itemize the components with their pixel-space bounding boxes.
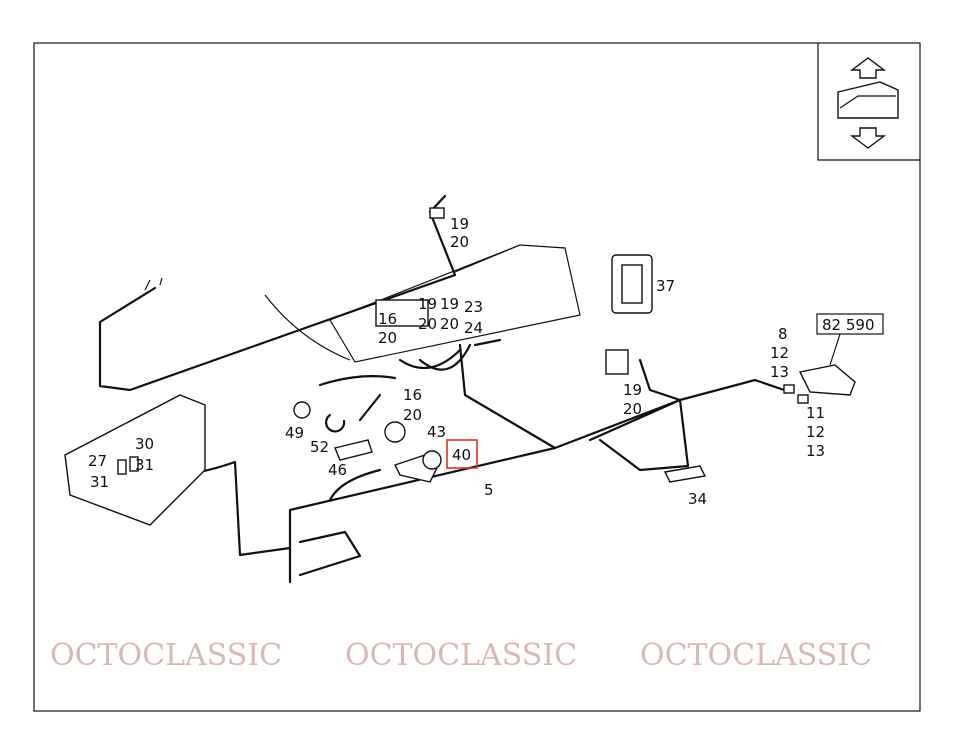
- label-13: 13: [806, 442, 825, 460]
- connector-block: [375, 299, 429, 327]
- label-20: 20: [418, 315, 437, 333]
- label-19: 19: [450, 215, 469, 233]
- label-19: 19: [623, 381, 642, 399]
- label-8: 8: [778, 325, 788, 343]
- watermark-text: OCTOCLASSIC: [345, 638, 577, 673]
- part-82590-module: [798, 364, 856, 396]
- label-20: 20: [440, 315, 459, 333]
- reference-box: [816, 313, 884, 335]
- label-34: 34: [688, 490, 707, 508]
- part-52: [325, 413, 346, 433]
- label-12: 12: [806, 423, 825, 441]
- label-43: 43: [427, 423, 446, 441]
- label-24: 24: [464, 319, 483, 337]
- dashboard-outline: [264, 244, 581, 363]
- label-20: 20: [403, 406, 422, 424]
- label-19: 19: [418, 295, 437, 313]
- reference-number: 82 590: [822, 316, 875, 334]
- label-49: 49: [285, 424, 304, 442]
- part-49: [293, 401, 311, 419]
- up-down-navigation-icon[interactable]: [837, 57, 899, 149]
- label-37: 37: [656, 277, 675, 295]
- label-11: 11: [806, 404, 825, 422]
- label-20: 20: [623, 400, 642, 418]
- label-20: 20: [378, 329, 397, 347]
- label-31: 31: [90, 473, 109, 491]
- label-19: 19: [440, 295, 459, 313]
- label-13: 13: [770, 363, 789, 381]
- label-16: 16: [403, 386, 422, 404]
- label-27: 27: [88, 452, 107, 470]
- label-31: 31: [135, 456, 154, 474]
- watermark-text: OCTOCLASSIC: [50, 638, 282, 673]
- label-46: 46: [328, 461, 347, 479]
- label-52: 52: [310, 438, 329, 456]
- label-30: 30: [135, 435, 154, 453]
- label-12: 12: [770, 344, 789, 362]
- part-19-20-connector: [605, 349, 629, 375]
- label-40[interactable]: 40: [452, 446, 471, 464]
- label-16: 16: [378, 310, 397, 328]
- part-46: [334, 439, 373, 461]
- label-5: 5: [484, 481, 494, 499]
- watermark-text: OCTOCLASSIC: [640, 638, 872, 673]
- part-34-handle: [663, 465, 707, 483]
- parts: [64, 207, 856, 526]
- watermarks: OCTOCLASSIC OCTOCLASSIC OCTOCLASSIC: [50, 638, 872, 673]
- label-23: 23: [464, 298, 483, 316]
- part-43: [384, 421, 406, 443]
- diagram-frame: [33, 42, 921, 712]
- inset-frame: [817, 43, 920, 161]
- selected-part-highlight[interactable]: [446, 439, 478, 469]
- part-labels: 19 20 16 20 19 20 19 20 23 24 16 20 43 4…: [88, 215, 884, 508]
- wiring-harness: [98, 194, 792, 584]
- label-20: 20: [450, 233, 469, 251]
